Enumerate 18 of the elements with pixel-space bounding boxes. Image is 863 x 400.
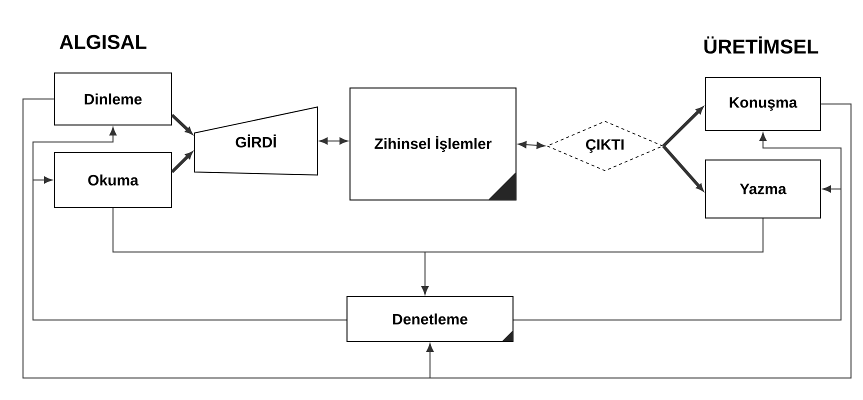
arrow (170, 152, 193, 174)
arrow (32, 176, 347, 320)
arrow (170, 114, 192, 134)
process-box: Okuma (54, 152, 172, 208)
heading: ALGISAL (60, 34, 146, 50)
heading: ÜRETİMSEL (704, 36, 818, 54)
process-box: Yazma (705, 160, 821, 218)
arrow (426, 104, 852, 378)
process-box: Konuşma (705, 77, 821, 131)
arrow (513, 185, 842, 320)
process-box: Dinleme (54, 72, 172, 126)
process-box: Zihinsel İşlemler (350, 88, 516, 200)
arrow (319, 137, 348, 145)
arrow (518, 141, 546, 149)
arrow (662, 106, 704, 148)
arrow (421, 218, 764, 295)
process-box: Denetleme (346, 296, 514, 342)
arrow (662, 144, 704, 192)
